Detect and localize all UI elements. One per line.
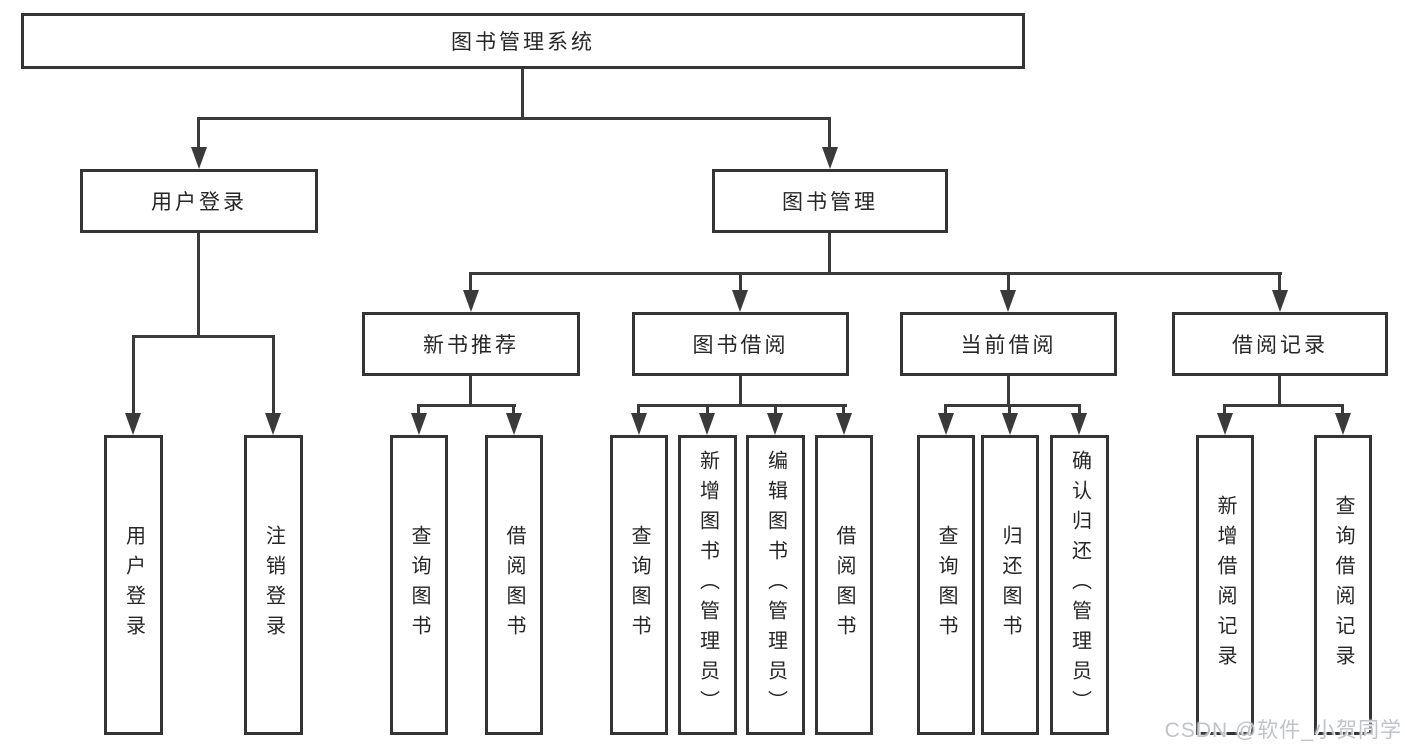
node-book-management-label: 图书管理 xyxy=(782,191,878,214)
node-library-system: 图书管理系统 xyxy=(21,13,1025,69)
leaf-borrowing-query-books-label: 查询图书 xyxy=(628,525,650,645)
connector-line xyxy=(1278,272,1281,292)
node-library-system-label: 图书管理系统 xyxy=(451,31,595,54)
arrow-down-icon xyxy=(732,290,748,312)
leaf-current-query-books-label: 查询图书 xyxy=(935,525,957,645)
node-current-borrowing: 当前借阅 xyxy=(900,312,1117,376)
leaf-current-return-books: 归还图书 xyxy=(981,435,1039,735)
connector-line xyxy=(469,272,1282,275)
leaf-current-query-books: 查询图书 xyxy=(917,435,975,735)
node-book-borrowing-label: 图书借阅 xyxy=(692,334,789,357)
connector-line xyxy=(637,404,640,415)
csdn-watermark: CSDN @软件_小贺同学 xyxy=(1164,719,1402,742)
leaf-recommend-borrow-books: 借阅图书 xyxy=(485,435,543,735)
node-book-borrowing: 图书借阅 xyxy=(632,312,849,376)
leaf-current-return-books-label: 归还图书 xyxy=(999,525,1021,645)
connector-line xyxy=(842,404,845,415)
leaf-user-login-label: 用户登录 xyxy=(122,525,145,645)
arrow-down-icon xyxy=(191,147,207,169)
connector-line xyxy=(944,404,1081,407)
connector-line xyxy=(706,404,709,415)
arrow-down-icon xyxy=(125,413,141,435)
connector-line xyxy=(272,335,275,415)
connector-line xyxy=(739,376,742,407)
leaf-recommend-query-books-label: 查询图书 xyxy=(408,525,430,645)
arrow-down-icon xyxy=(265,413,281,435)
connector-line xyxy=(197,233,200,338)
leaf-borrowing-add-books-admin: 新增图书（管理员） xyxy=(678,435,737,735)
leaf-records-query-record: 查询借阅记录 xyxy=(1314,435,1372,735)
connector-line xyxy=(417,404,516,407)
node-user-login-label: 用户登录 xyxy=(151,191,247,214)
leaf-records-add-record: 新增借阅记录 xyxy=(1196,435,1254,735)
leaf-logout-label: 注销登录 xyxy=(262,525,285,645)
node-current-borrowing-label: 当前借阅 xyxy=(960,334,1057,357)
connector-line xyxy=(132,335,275,338)
leaf-borrowing-borrow-books-label: 借阅图书 xyxy=(833,525,855,645)
arrow-down-icon xyxy=(836,413,852,435)
connector-line xyxy=(1223,404,1226,415)
connector-line xyxy=(417,404,420,415)
connector-line xyxy=(828,233,831,275)
connector-line xyxy=(828,117,831,149)
connector-line xyxy=(1278,376,1281,407)
connector-line xyxy=(944,404,947,415)
leaf-records-add-record-label: 新增借阅记录 xyxy=(1214,495,1236,675)
leaf-user-login: 用户登录 xyxy=(104,435,163,735)
arrow-down-icon xyxy=(463,290,479,312)
leaf-borrowing-query-books: 查询图书 xyxy=(610,435,668,735)
connector-line xyxy=(132,335,135,415)
arrow-down-icon xyxy=(1071,413,1087,435)
arrow-down-icon xyxy=(1000,290,1016,312)
leaf-current-confirm-return-admin: 确认归还（管理员） xyxy=(1050,435,1109,735)
node-book-management: 图书管理 xyxy=(712,169,948,233)
arrow-down-icon xyxy=(1335,413,1351,435)
connector-line xyxy=(469,272,472,292)
leaf-borrowing-edit-books-admin-label: 编辑图书（管理员） xyxy=(764,450,787,720)
node-new-book-recommend: 新书推荐 xyxy=(362,312,580,376)
arrow-down-icon xyxy=(411,413,427,435)
leaf-records-query-record-label: 查询借阅记录 xyxy=(1332,495,1354,675)
arrow-down-icon xyxy=(631,413,647,435)
connector-line xyxy=(1078,404,1081,415)
node-user-login: 用户登录 xyxy=(80,169,318,233)
connector-line xyxy=(739,272,742,292)
leaf-borrowing-borrow-books: 借阅图书 xyxy=(815,435,873,735)
arrow-down-icon xyxy=(767,413,783,435)
node-new-book-recommend-label: 新书推荐 xyxy=(423,334,519,357)
leaf-recommend-query-books: 查询图书 xyxy=(390,435,448,735)
connector-line xyxy=(1223,404,1344,407)
node-borrow-records: 借阅记录 xyxy=(1172,312,1388,376)
arrow-down-icon xyxy=(938,413,954,435)
node-borrow-records-label: 借阅记录 xyxy=(1232,334,1328,357)
connector-line xyxy=(637,404,847,407)
arrow-down-icon xyxy=(1002,413,1018,435)
connector-line xyxy=(512,404,515,415)
leaf-recommend-borrow-books-label: 借阅图书 xyxy=(503,525,525,645)
connector-line xyxy=(1007,272,1010,292)
leaf-borrowing-edit-books-admin: 编辑图书（管理员） xyxy=(746,435,805,735)
arrow-down-icon xyxy=(506,413,522,435)
arrow-down-icon xyxy=(1272,290,1288,312)
arrow-down-icon xyxy=(1217,413,1233,435)
connector-line xyxy=(469,376,472,407)
connector-line xyxy=(1007,376,1010,407)
connector-line xyxy=(1341,404,1344,415)
connector-line xyxy=(774,404,777,415)
leaf-borrowing-add-books-admin-label: 新增图书（管理员） xyxy=(696,450,719,720)
connector-line xyxy=(1008,404,1011,415)
arrow-down-icon xyxy=(822,147,838,169)
leaf-logout: 注销登录 xyxy=(244,435,303,735)
connector-line xyxy=(521,69,524,120)
connector-line xyxy=(197,117,831,120)
connector-line xyxy=(197,117,200,149)
arrow-down-icon xyxy=(699,413,715,435)
leaf-current-confirm-return-admin-label: 确认归还（管理员） xyxy=(1068,450,1091,720)
